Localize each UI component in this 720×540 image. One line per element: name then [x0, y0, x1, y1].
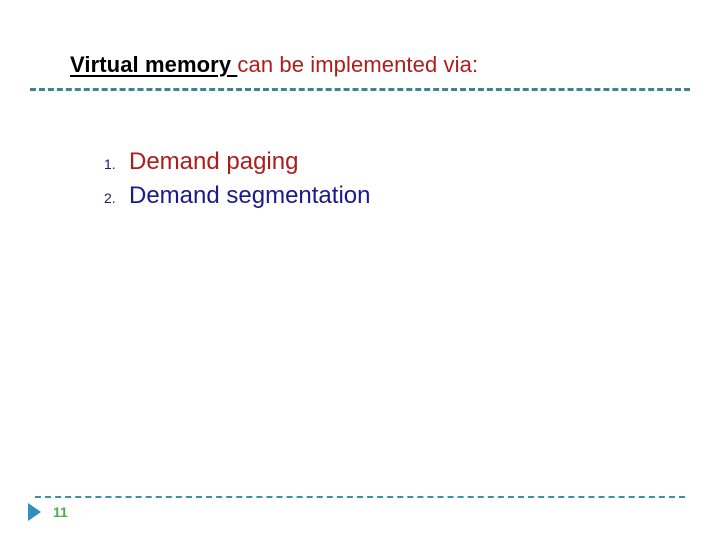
list-item-label: Demand segmentation [129, 182, 371, 209]
list-item: 1. Demand paging [104, 148, 370, 176]
list-item-number: 1. [104, 156, 116, 172]
slide-number: 11 [53, 504, 68, 520]
page-title: Virtual memory can be implemented via: [70, 51, 478, 79]
page-title-emphasis: Virtual memory [70, 51, 238, 77]
slide-footer: 11 [28, 503, 68, 521]
triangle-right-icon [28, 503, 41, 521]
content-list: 1. Demand paging 2. Demand segmentation [104, 148, 370, 216]
list-item-label: Demand paging [129, 148, 299, 175]
title-divider [30, 88, 690, 91]
list-item: 2. Demand segmentation [104, 182, 370, 210]
list-item-number: 2. [104, 190, 116, 206]
footer-divider [35, 496, 685, 498]
page-title-remainder: can be implemented via: [237, 51, 479, 77]
